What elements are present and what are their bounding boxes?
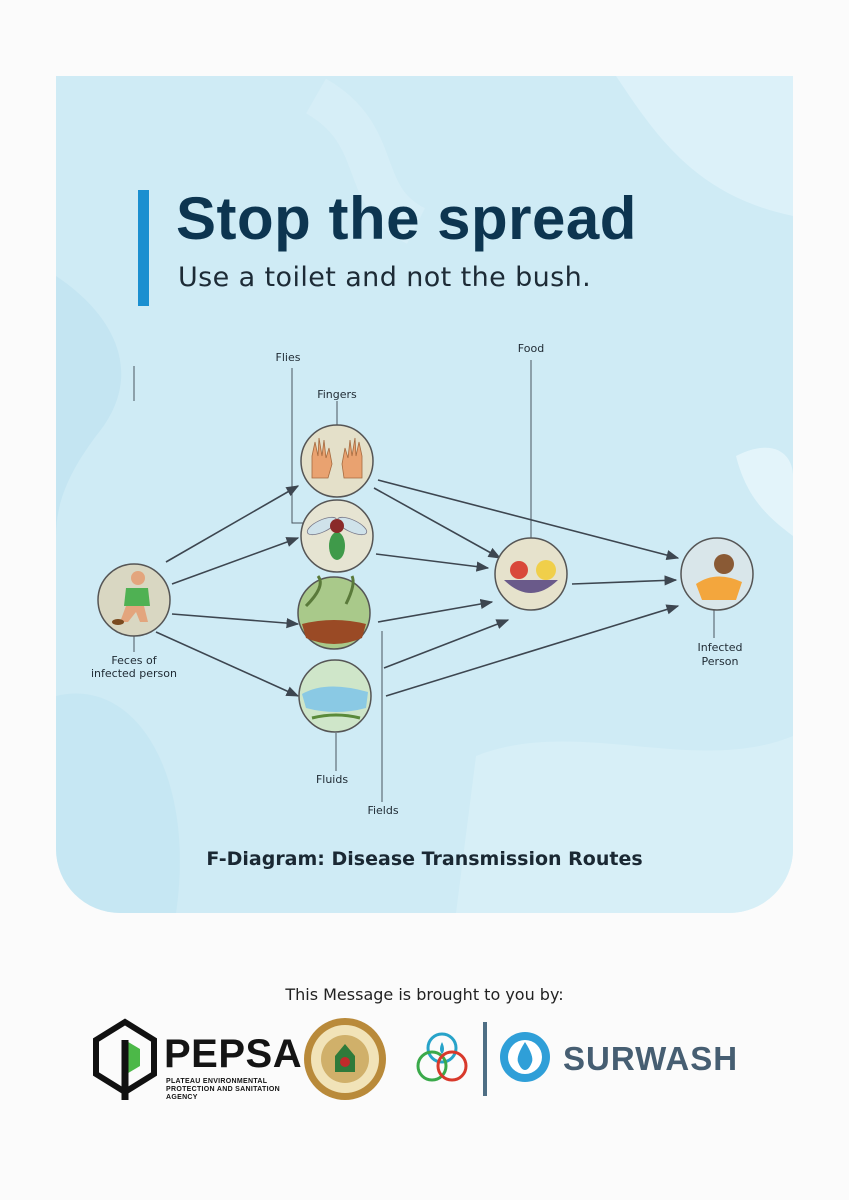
plateau-state-seal-icon (304, 1018, 386, 1100)
leader-lines (133, 360, 715, 802)
arrow-fingers-person (377, 479, 680, 561)
surwash-name: SURWASH (563, 1040, 739, 1077)
arrow-flies-food (375, 553, 490, 572)
label-source-1: Feces of (111, 654, 157, 667)
surwash-drop-icon (500, 1032, 550, 1082)
subline: Use a toilet and not the bush. (178, 262, 592, 293)
arrow-feces-fingers (165, 485, 300, 563)
pepsa-logo-icon (93, 1018, 157, 1100)
arrow-feces-flies (171, 537, 300, 585)
pepsa-subtitle-line: PROTECTION AND SANITATION (166, 1086, 280, 1093)
title-accent-bar (138, 190, 149, 306)
node-target (680, 537, 754, 611)
diagram-caption: F-Diagram: Disease Transmission Routes (206, 848, 643, 870)
headline: Stop the spread (176, 185, 637, 252)
arrow-food-person (571, 575, 678, 586)
f-diagram: Flies Fingers Food Feces of infected per… (91, 342, 754, 817)
sponsor-logos: PEPSA PLATEAU ENVIRONMENTAL PROTECTION A… (0, 1010, 849, 1120)
label-fields: Fields (367, 804, 398, 817)
arrow-fluids-person (385, 604, 680, 697)
node-flies (300, 499, 374, 573)
logo-divider (483, 1022, 487, 1096)
ministry-logo-icon (416, 1032, 468, 1082)
node-food (494, 537, 568, 611)
node-source (97, 563, 171, 637)
arrow-feces-fields (171, 613, 300, 629)
label-fingers: Fingers (317, 388, 357, 401)
node-fluids (298, 659, 372, 733)
label-fluids: Fluids (316, 773, 348, 786)
label-target-2: Person (702, 655, 739, 668)
poster-card: Stop the spread Use a toilet and not the… (56, 76, 793, 913)
arrow-fluids-food (383, 619, 510, 669)
label-source-2: infected person (91, 667, 177, 680)
pepsa-subtitle: PLATEAU ENVIRONMENTAL PROTECTION AND SAN… (166, 1078, 296, 1102)
pepsa-subtitle-line: PLATEAU ENVIRONMENTAL (166, 1078, 268, 1085)
label-flies: Flies (276, 351, 301, 364)
pepsa-name: PEPSA (164, 1032, 303, 1076)
arrow-fingers-food (373, 487, 502, 559)
pepsa-subtitle-line: AGENCY (166, 1094, 198, 1101)
sponsor-intro: This Message is brought to you by: (285, 985, 564, 1004)
node-fields (297, 575, 371, 650)
arrow-feces-fluids (155, 631, 300, 697)
node-fingers (300, 424, 374, 498)
label-target-1: Infected (698, 641, 743, 654)
label-food: Food (518, 342, 544, 355)
background-swirls (56, 76, 793, 913)
transmission-arrows (155, 479, 680, 697)
arrow-fields-food (377, 598, 494, 623)
